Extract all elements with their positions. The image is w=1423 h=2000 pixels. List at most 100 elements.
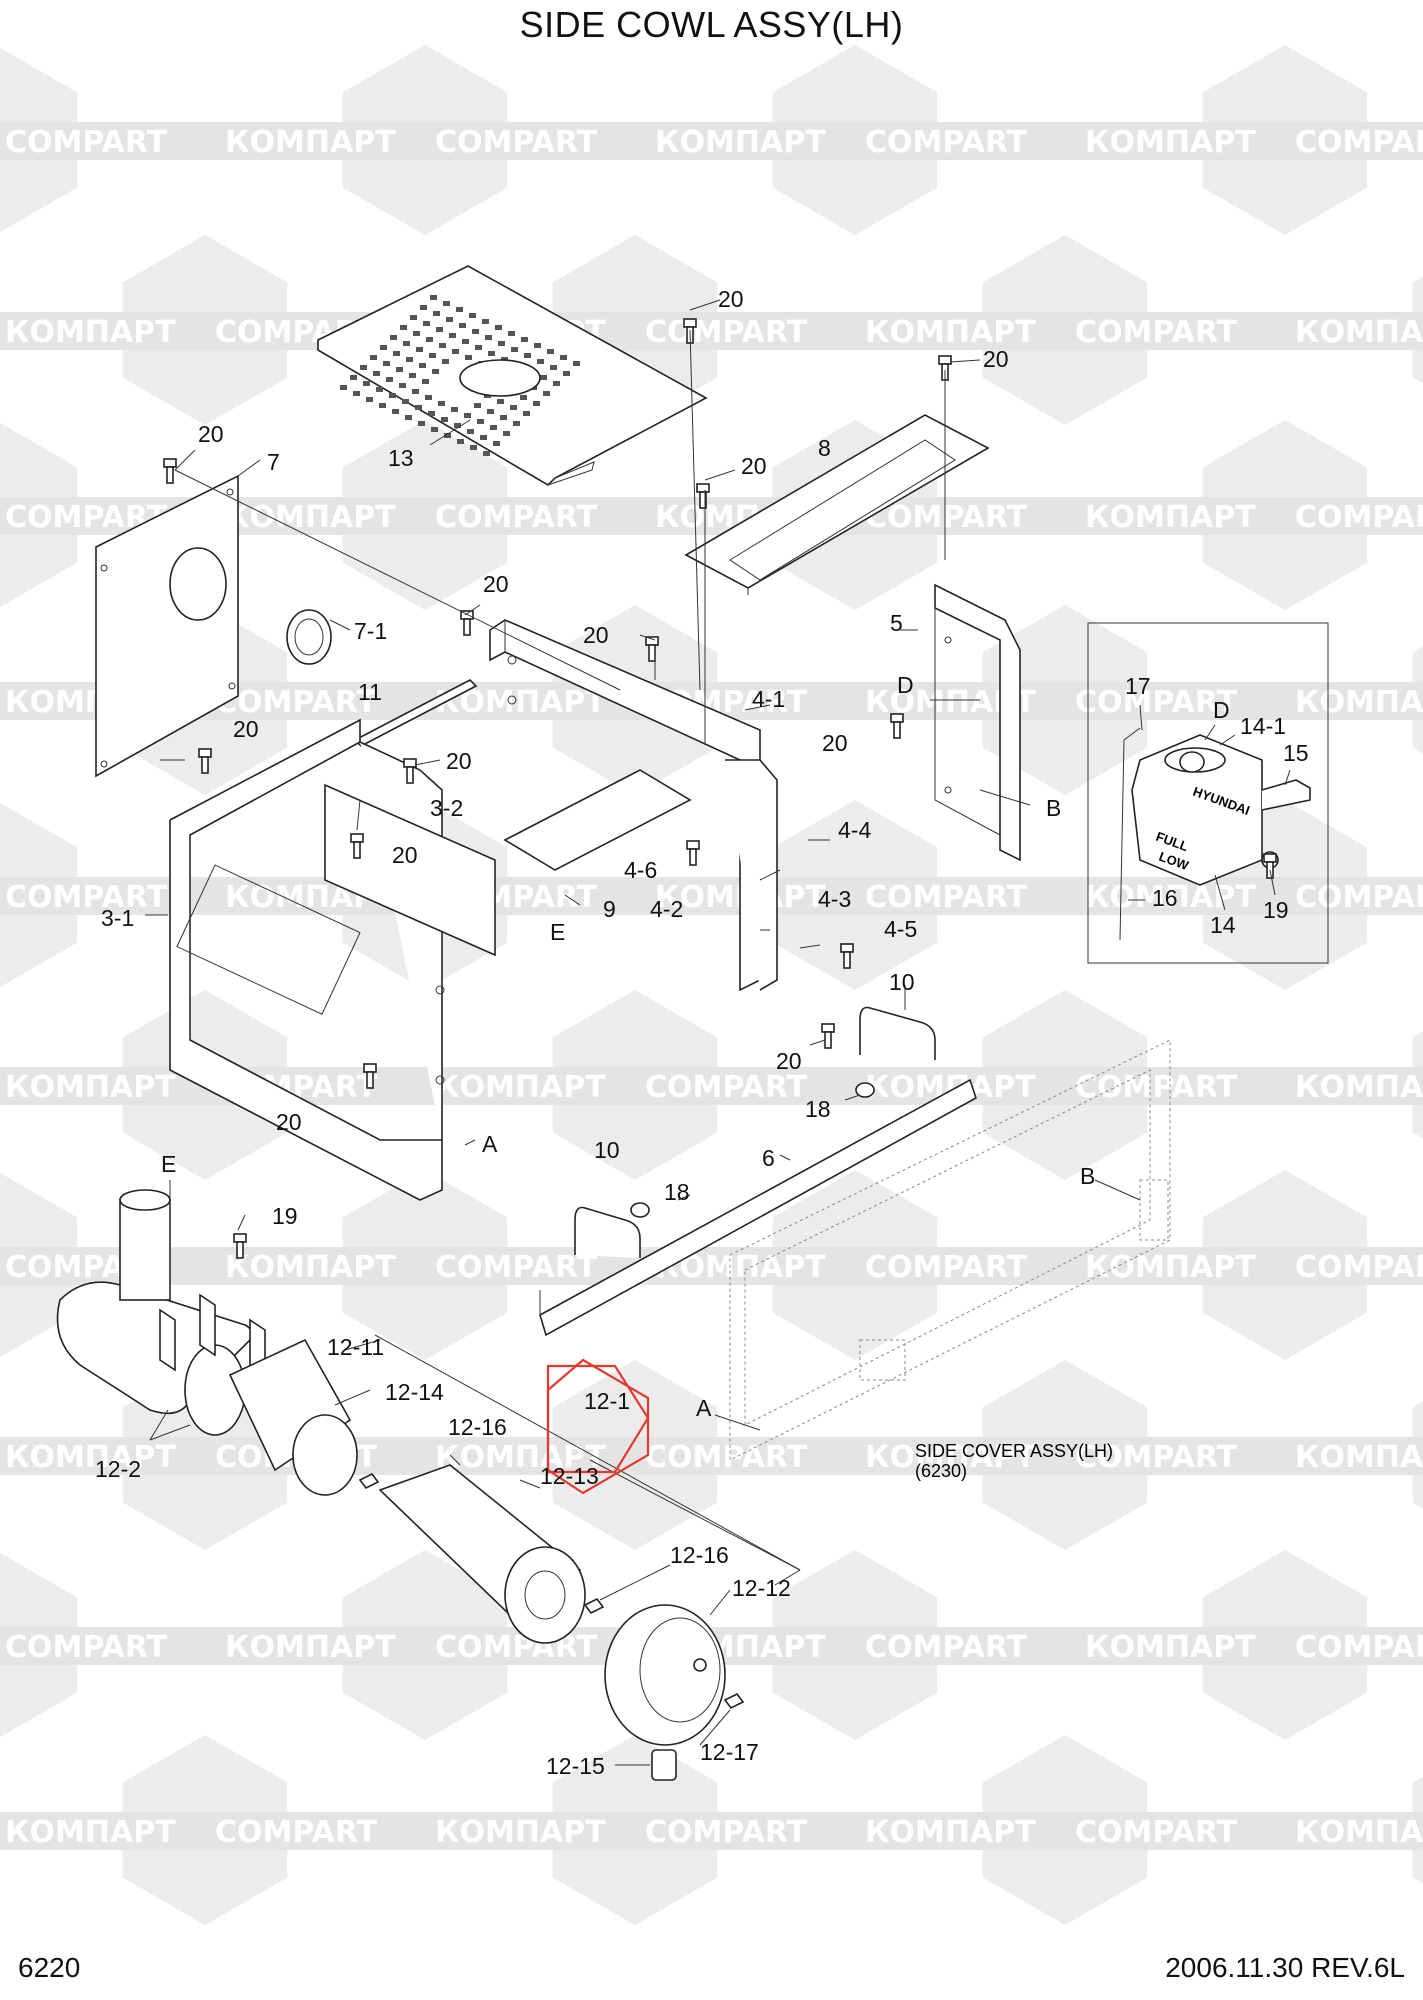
watermark-text: COMPART [215, 1815, 378, 1850]
vent-hole [370, 355, 377, 360]
watermark-text: COMPART [1075, 1440, 1238, 1475]
label-4-1: 4-1 [752, 686, 785, 712]
vent-hole [392, 409, 399, 414]
part-13-engine-hood-cover [317, 265, 708, 487]
label-A: A [696, 1395, 712, 1421]
watermark-text: COMPART [1295, 1630, 1423, 1665]
watermark-text: КОМПАРТ [1085, 125, 1256, 160]
watermark-text: COMPART [435, 1250, 598, 1285]
part-12-12-cover-cap [604, 1604, 726, 1746]
part-9-support [503, 769, 692, 871]
vent-hole [376, 387, 383, 392]
vent-hole [477, 419, 484, 424]
vent-hole [405, 415, 412, 420]
vent-hole [412, 389, 419, 394]
part-labels: 20 20 20 20 20 20 20 20 20 20 20 20 13 7… [95, 286, 1309, 1779]
vent-hole [464, 413, 471, 418]
vent-hole [459, 323, 466, 328]
label-10: 10 [594, 1137, 620, 1163]
watermark-text: КОМПАРТ [1085, 1630, 1256, 1665]
vent-hole [443, 301, 450, 306]
label-12-14: 12-14 [385, 1379, 444, 1405]
vent-hole [451, 407, 458, 412]
vent-hole [396, 367, 403, 372]
watermark-text: COMPART [1075, 315, 1238, 350]
vent-hole [513, 421, 520, 426]
watermark-text: КОМПАРТ [5, 315, 176, 350]
vent-hole [430, 295, 437, 300]
vent-hole [386, 377, 393, 382]
vent-hole [433, 311, 440, 316]
coolant-tank-inset [1087, 622, 1329, 964]
vent-hole [520, 395, 527, 400]
part-4-1-main-frame [489, 619, 778, 992]
watermark-text: КОМПАРТ [1085, 500, 1256, 535]
vent-hole [533, 401, 540, 406]
vent-hole [553, 381, 560, 386]
vent-hole [449, 333, 456, 338]
bolt [198, 748, 212, 774]
vent-hole [439, 343, 446, 348]
label-12-2: 12-2 [95, 1456, 141, 1482]
watermark-text: COMPART [645, 1815, 808, 1850]
bolt [696, 483, 710, 509]
part-8-top-bracket [684, 414, 990, 595]
label-18: 18 [664, 1179, 690, 1205]
vent-hole [500, 415, 507, 420]
vent-hole [429, 353, 436, 358]
vent-hole [409, 373, 416, 378]
vent-hole [432, 369, 439, 374]
page-title: SIDE COWL ASSY(LH) [519, 4, 904, 45]
watermark-text: КОМПАРТ [5, 1070, 176, 1105]
vent-hole [410, 315, 417, 320]
watermark-text: COMPART [865, 1250, 1028, 1285]
watermark-text: COMPART [1075, 1815, 1238, 1850]
label-20: 20 [198, 421, 224, 447]
bolt [403, 758, 417, 784]
label-15: 15 [1283, 740, 1309, 766]
watermark-text: COMPART [215, 685, 378, 720]
vent-hole [340, 385, 347, 390]
vent-hole [469, 313, 476, 318]
watermark-text: КОМПАРТ [5, 1440, 176, 1475]
label-12-11: 12-11 [327, 1334, 384, 1360]
vent-hole [488, 351, 495, 356]
watermark-text: COMPART [645, 1440, 808, 1475]
label-12-17: 12-17 [700, 1739, 759, 1765]
vent-hole [550, 365, 557, 370]
watermark-text: COMPART [865, 1630, 1028, 1665]
vent-hole [495, 325, 502, 330]
label-12-15: 12-15 [546, 1753, 605, 1779]
vent-hole [540, 375, 547, 380]
vent-hole [403, 341, 410, 346]
vent-hole [454, 423, 461, 428]
label-3-2: 3-2 [430, 795, 463, 821]
label-4-4: 4-4 [838, 817, 871, 843]
watermark-text: КОМПАРТ [1085, 880, 1256, 915]
label-18: 18 [805, 1096, 831, 1122]
part-11-bar [353, 679, 478, 747]
part-12-13-outer-element [378, 1464, 586, 1644]
vent-hole [493, 441, 500, 446]
part-7-1-grommet [286, 609, 332, 665]
label-5: 5 [890, 610, 903, 636]
watermark-text: КОМПАРТ [435, 1070, 606, 1105]
vent-hole [474, 403, 481, 408]
vent-hole [423, 321, 430, 326]
vent-hole [426, 337, 433, 342]
vent-hole [422, 379, 429, 384]
watermark-text: COMPART [1295, 880, 1423, 915]
label-4-2: 4-2 [650, 896, 683, 922]
vent-hole [452, 349, 459, 354]
label-12-1: 12-1 [584, 1388, 630, 1414]
vent-hole [482, 319, 489, 324]
